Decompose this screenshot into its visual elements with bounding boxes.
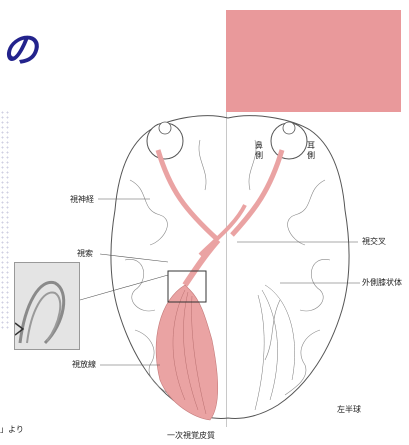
gyri-pattern [125, 140, 330, 395]
label-nasal-side: 鼻側 [255, 141, 264, 161]
label-primary-visual-cortex: 一次視覚皮質 [167, 431, 215, 441]
lgn-slice-photo [14, 262, 80, 350]
pathway-optic-radiation [156, 285, 218, 420]
label-optic-chiasm: 視交叉 [362, 237, 386, 247]
label-lgn: 外側膝状体 [362, 278, 402, 288]
brain-outline [111, 116, 349, 419]
label-optic-radiation: 視放線 [72, 360, 96, 370]
right-radiation-fibers [255, 285, 295, 410]
label-optic-tract: 視索 [77, 249, 93, 259]
caption-fragment: 」より [0, 425, 24, 435]
right-eye-lens [283, 122, 295, 134]
label-optic-nerve: 視神経 [70, 195, 94, 205]
pathway-optic-tract [185, 240, 218, 285]
pathway-right-nerve [232, 150, 282, 235]
label-temporal-side: 耳側 [307, 141, 316, 161]
leader-lines [80, 199, 360, 365]
label-left-hemisphere: 左半球 [337, 405, 361, 415]
left-eye-lens [159, 122, 171, 134]
